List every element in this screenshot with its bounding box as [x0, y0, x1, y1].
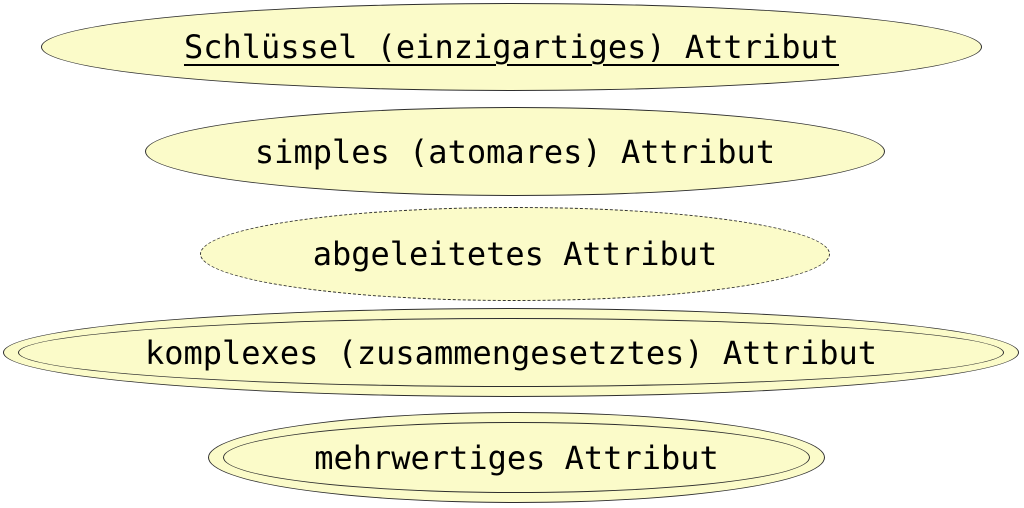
simple-attribute-label: simples (atomares) Attribut: [254, 132, 776, 171]
composite-attribute-inner-ellipse: [18, 318, 1004, 387]
derived-attribute-label: abgeleitetes Attribut: [312, 235, 718, 273]
key-attribute-label: Schlüssel (einzigartiges) Attribut: [183, 28, 840, 66]
composite-attribute-label: komplexes (zusammengesetztes) Attribut: [144, 333, 878, 372]
multivalued-attribute-inner-ellipse: [223, 422, 810, 493]
multivalued-attribute-label: mehrwertiges Attribut: [314, 438, 719, 477]
node-simple-attribute: simples (atomares) Attribut: [145, 107, 885, 196]
node-derived-attribute: abgeleitetes Attribut: [200, 207, 830, 301]
node-multivalued-attribute: mehrwertiges Attribut: [208, 412, 825, 503]
node-key-attribute: Schlüssel (einzigartiges) Attribut: [41, 3, 982, 91]
node-composite-attribute: komplexes (zusammengesetztes) Attribut: [3, 308, 1019, 397]
